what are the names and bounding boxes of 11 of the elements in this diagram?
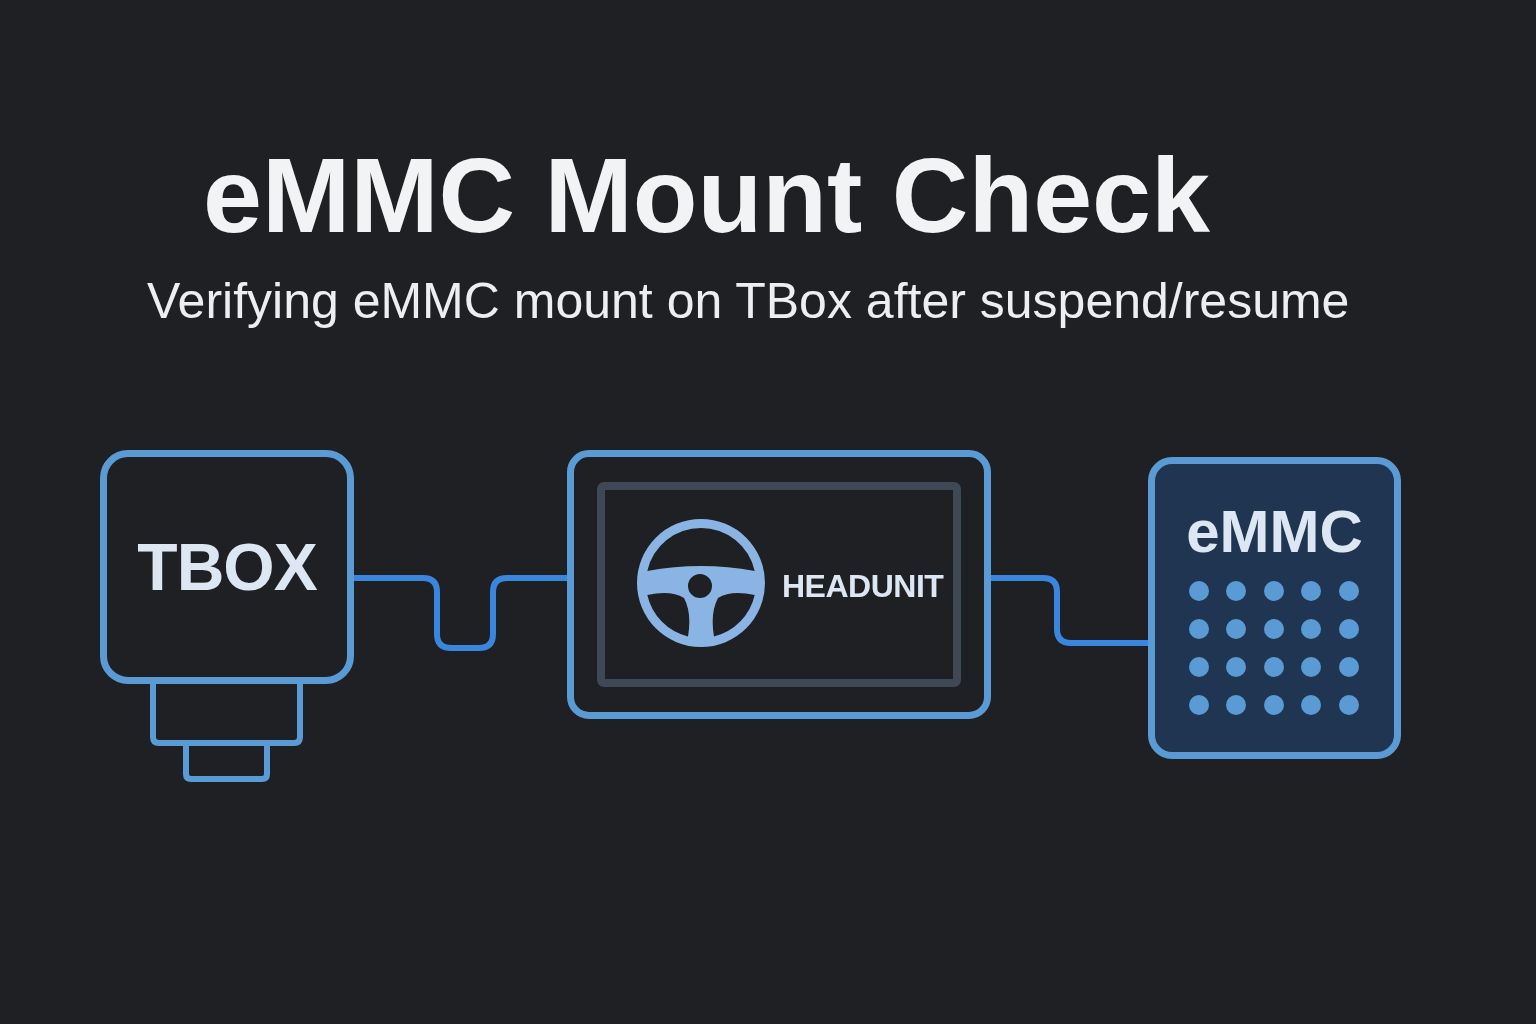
- node-label: HEADUNIT: [782, 570, 944, 602]
- screen-panel: [597, 482, 961, 687]
- diagram-title: eMMC Mount Check: [203, 142, 1210, 248]
- connector-line: [354, 575, 567, 651]
- device-frame: [567, 450, 991, 719]
- device-box: [100, 450, 354, 684]
- node-label: TBOX: [136, 534, 318, 600]
- memory-chip-box: [1148, 457, 1401, 759]
- connector-line: [991, 575, 1148, 646]
- node-label: eMMC: [1185, 502, 1364, 562]
- subtitle: Verifying eMMC mount on TBox after suspend/resume: [147, 276, 1350, 326]
